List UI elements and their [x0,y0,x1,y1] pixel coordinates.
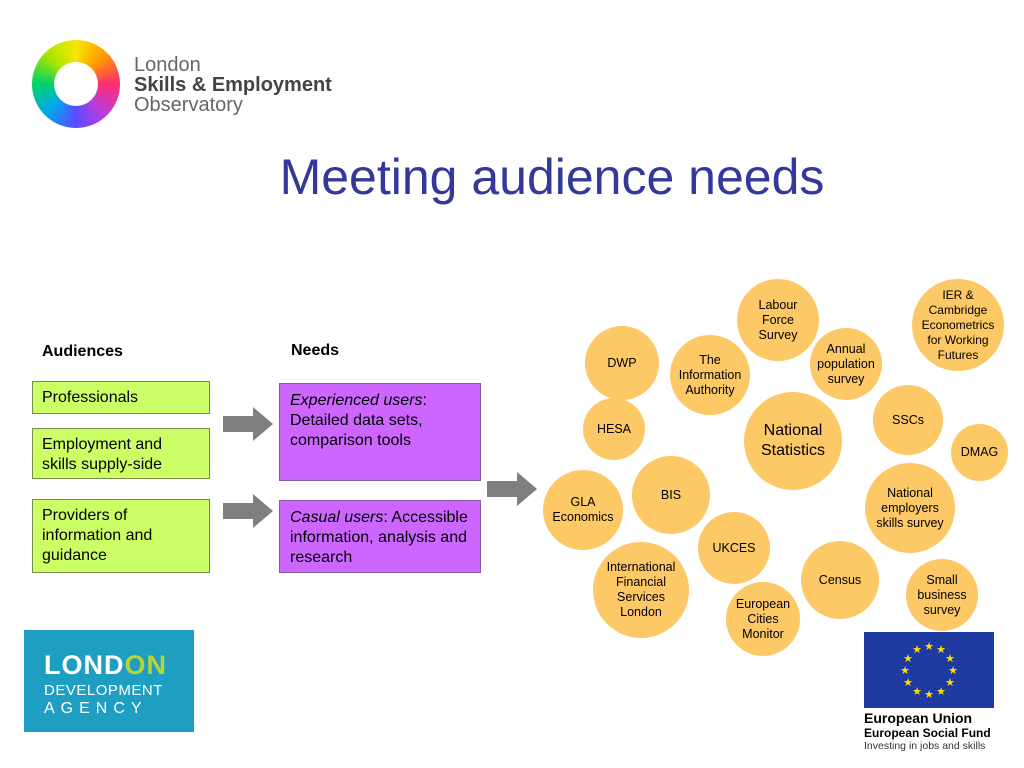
lda-logo-london: LONDON [44,650,167,680]
svg-text:★: ★ [903,652,913,665]
logo-text-observatory: Observatory [134,94,243,116]
svg-text:★: ★ [945,676,955,689]
lda-logo-agency: AGENCY [44,700,148,717]
need-casual-text: Accessible information, analysis and res… [290,509,468,566]
need-experienced-users: Experienced users: Detailed data sets, c… [279,383,481,481]
source-national-statistics: National Statistics [744,392,842,490]
slide-title: Meeting audience needs [279,149,825,205]
svg-text:★: ★ [948,664,958,677]
eu-logo-title: European Union [864,710,973,726]
eu-flag-icon: ★ ★ ★ ★ ★ ★ ★ ★ ★ ★ ★ ★ [864,632,994,708]
svg-text:★: ★ [903,676,913,689]
svg-text:★: ★ [936,643,946,656]
audience-providers: Providers of information and guidance [32,499,210,573]
svg-text:★: ★ [924,688,934,701]
svg-text:★: ★ [945,652,955,665]
svg-text:★: ★ [912,643,922,656]
colon: : [422,392,427,409]
logo-text-skills: Skills & Employment [134,74,332,96]
eu-logo-fund: European Social Fund [864,726,991,740]
colon: : [383,509,392,526]
svg-text:★: ★ [936,685,946,698]
arrow-right-icon [223,407,273,441]
source-information-authority: The Information Authority [670,335,750,415]
need-casual-users: Casual users: Accessible information, an… [279,500,481,573]
audience-professionals: Professionals [32,381,210,414]
source-gla-economics: GLA Economics [543,470,623,550]
source-european-cities-monitor: European Cities Monitor [726,582,800,656]
eu-logo-tagline: Investing in jobs and skills [864,740,986,752]
source-ifsl: International Financial Services London [593,542,689,638]
source-small-business-survey: Small business survey [906,559,978,631]
source-hesa: HESA [583,398,645,460]
svg-text:★: ★ [912,685,922,698]
source-bis: BIS [632,456,710,534]
audiences-heading: Audiences [42,343,123,360]
need-experienced-text: Detailed data sets, comparison tools [290,412,423,449]
lda-logo: LONDON DEVELOPMENT AGENCY [24,630,194,732]
lseo-logo-ring [32,40,120,128]
source-ier-cambridge: IER & Cambridge Econometrics for Working… [912,279,1004,371]
arrow-right-icon [487,472,537,506]
need-experienced-lead: Experienced users [290,392,423,409]
logo-text-london: London [134,54,201,76]
source-census: Census [801,541,879,619]
source-annual-population-survey: Annual population survey [810,328,882,400]
source-sscs: SSCs [873,385,943,455]
lda-logo-development: DEVELOPMENT [44,682,163,699]
source-ukces: UKCES [698,512,770,584]
source-dmag: DMAG [951,424,1008,481]
svg-text:★: ★ [900,664,910,677]
source-dwp: DWP [585,326,659,400]
arrow-right-icon [223,494,273,528]
need-casual-lead: Casual users [290,509,384,526]
svg-text:★: ★ [924,640,934,653]
audience-supply-side: Employment and skills supply-side [32,428,210,479]
needs-heading: Needs [291,342,340,359]
source-labour-force-survey: Labour Force Survey [737,279,819,361]
source-national-employers-survey: National employers skills survey [865,463,955,553]
